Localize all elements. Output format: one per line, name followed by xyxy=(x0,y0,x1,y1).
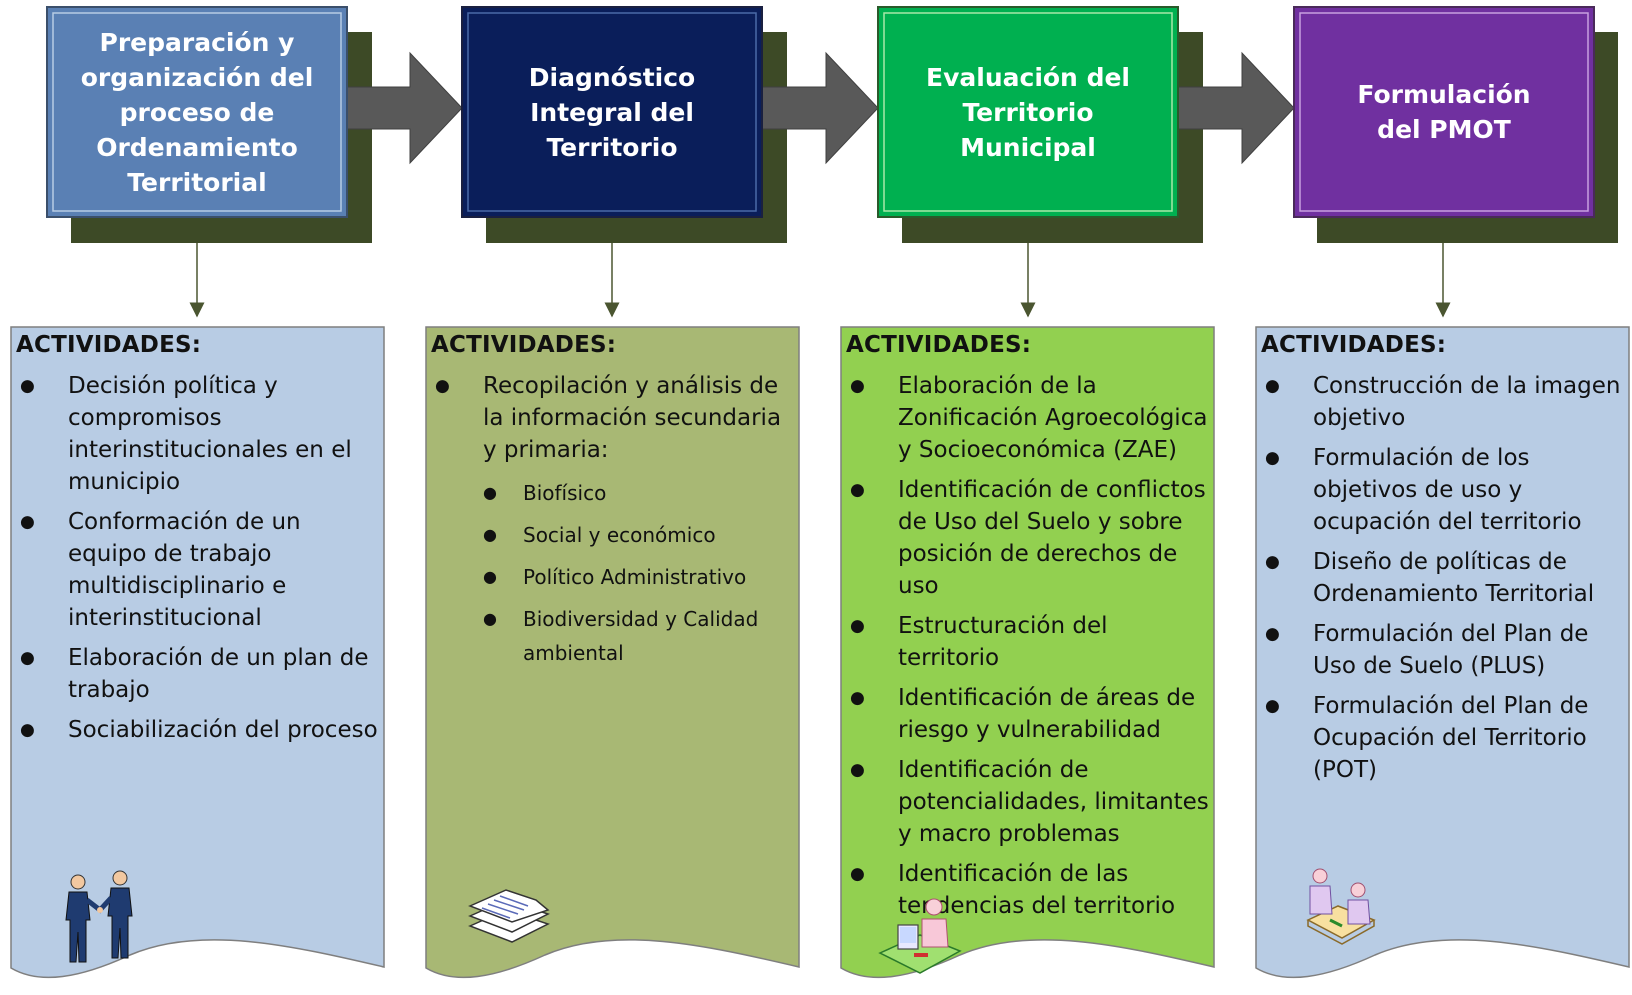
stage-box-3 xyxy=(877,6,1179,218)
activity-panel-4-content: ACTIVIDADES: Construcción de la imagen o… xyxy=(1261,332,1627,794)
list-item: Formulación del Plan de Ocupación del Te… xyxy=(1261,690,1627,786)
activity-list: Elaboración de la Zonificación Agroecoló… xyxy=(846,370,1212,922)
computer-user-icon xyxy=(878,898,962,974)
sub-list-item: Social y económico xyxy=(483,518,795,552)
connector-arrow-3 xyxy=(1177,51,1295,165)
activity-panel-1-content: ACTIVIDADES: Decisión política y comprom… xyxy=(16,332,378,754)
activity-list: Recopilación y análisis de la informació… xyxy=(431,370,795,670)
stage-box-1 xyxy=(46,6,348,218)
list-item: Decisión política y compromisos interins… xyxy=(16,370,378,498)
stage-title-2: Diagnóstico Integral del Territorio xyxy=(528,62,696,162)
activity-list: Construcción de la imagen objetivo Formu… xyxy=(1261,370,1627,786)
sub-list-item: Político Administrativo xyxy=(483,560,795,594)
list-item: Elaboración de la Zonificación Agroecoló… xyxy=(846,370,1212,466)
activity-panel-2-content: ACTIVIDADES: Recopilación y análisis de … xyxy=(431,332,795,678)
sub-list-item: Biodiversidad y Calidad ambiental xyxy=(483,602,795,670)
list-item: Diseño de políticas de Ordenamiento Terr… xyxy=(1261,546,1627,610)
list-item: Conformación de un equipo de trabajo mul… xyxy=(16,506,378,634)
list-item: Formulación de los objetivos de uso y oc… xyxy=(1261,442,1627,538)
panel-heading: ACTIVIDADES: xyxy=(846,332,1032,358)
list-item: Estructuración del territorio xyxy=(846,610,1212,674)
meeting-icon xyxy=(1306,868,1376,945)
sub-list-item: Biofísico xyxy=(483,476,795,510)
connector-arrow-2 xyxy=(761,51,879,165)
panel-heading: ACTIVIDADES: xyxy=(16,332,202,358)
stage-box-4 xyxy=(1293,6,1595,218)
list-item: Identificación de las tendencias del ter… xyxy=(846,858,1212,922)
sub-list: Biofísico Social y económico Político Ad… xyxy=(483,476,795,670)
stage-title-4: Formulación del PMOT xyxy=(1357,80,1531,144)
panel-heading: ACTIVIDADES: xyxy=(431,332,617,358)
list-item-text: Recopilación y análisis de la informació… xyxy=(483,373,782,463)
handshake-icon xyxy=(65,870,133,963)
stage-title-1: Preparación y organización del proceso d… xyxy=(80,27,314,197)
panel-heading: ACTIVIDADES: xyxy=(1261,332,1447,358)
stage-box-2 xyxy=(461,6,763,218)
list-item: Formulación del Plan de Uso de Suelo (PL… xyxy=(1261,618,1627,682)
list-item: Identificación de potencialidades, limit… xyxy=(846,754,1212,850)
activity-list: Decisión política y compromisos interins… xyxy=(16,370,378,746)
list-item: Identificación de áreas de riesgo y vuln… xyxy=(846,682,1212,746)
list-item: Recopilación y análisis de la informació… xyxy=(431,370,795,670)
list-item: Elaboración de un plan de trabajo xyxy=(16,642,378,706)
activity-panel-3-content: ACTIVIDADES: Elaboración de la Zonificac… xyxy=(846,332,1212,930)
list-item: Construcción de la imagen objetivo xyxy=(1261,370,1627,434)
list-item: Sociabilización del proceso xyxy=(16,714,378,746)
list-item: Identificación de conflictos de Uso del … xyxy=(846,474,1212,602)
stage-title-3: Evaluación del Territorio Municipal xyxy=(926,62,1130,162)
documents-icon xyxy=(468,889,550,943)
connector-arrow-1 xyxy=(346,51,463,165)
